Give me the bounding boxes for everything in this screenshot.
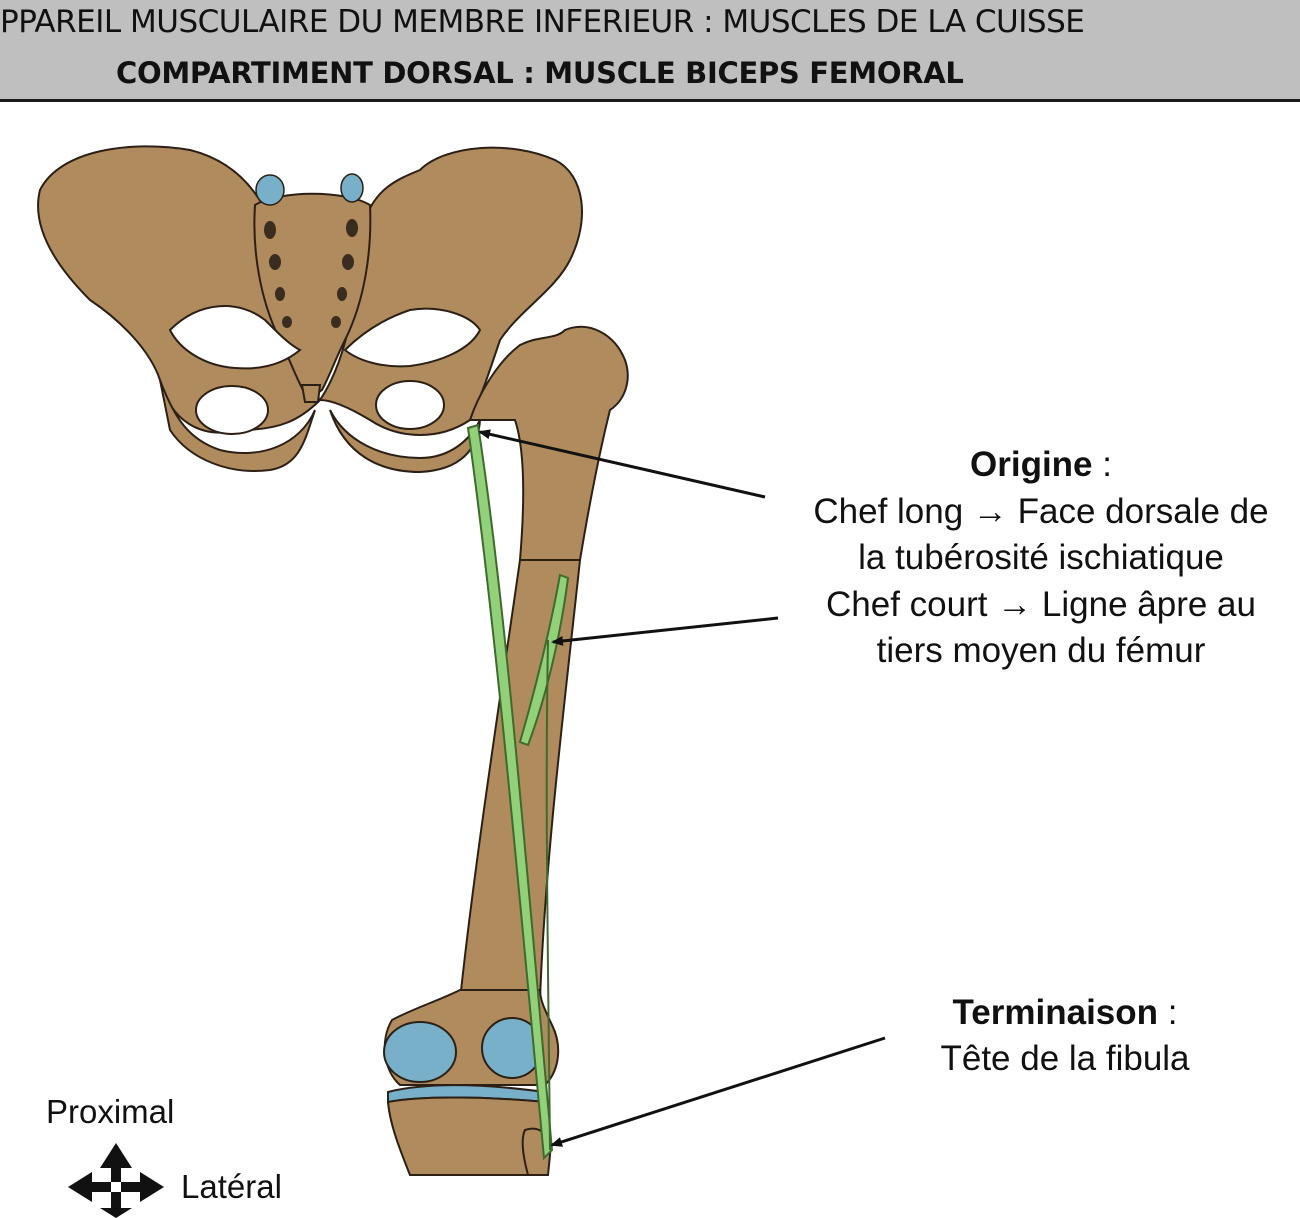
insertion-heading-suffix: : [1158,993,1178,1032]
tibia [386,1096,547,1176]
orientation-arrow-left [68,1172,111,1202]
insertion-arrow [550,1036,886,1147]
femur-shaft [458,559,582,1001]
origin-heading-suffix: : [1092,445,1112,484]
origin-line-1: Chef long → Face dorsale de [813,491,1269,531]
biceps-femoris-long-head [466,423,554,1161]
biceps-femoris-short-head [518,573,570,747]
coccyx [300,384,322,403]
origin-heading: Origine [970,445,1093,484]
page-title: PPAREIL MUSCULAIRE DU MEMBRE INFERIEUR :… [0,4,1085,40]
sacral-facet-right [340,173,364,203]
origin-line-4: tiers moyen du fémur [876,631,1206,670]
origin-short-head-arrow [551,616,779,646]
pelvic-inlet [168,305,302,370]
biceps-femoris-tendon [545,639,551,1151]
orientation-arrow-right [121,1172,164,1202]
page-subtitle: COMPARTIMENT DORSAL : MUSCLE BICEPS FEMO… [116,56,964,90]
femoral-condyle-medial [383,1021,457,1083]
pelvic-inlet-right [343,307,482,368]
femur-proximal [468,325,629,561]
origin-line-3: Chef court → Ligne âpre au [826,584,1256,624]
orientation-arrow-up [100,1143,132,1182]
orientation-proximal-label: Proximal [46,1093,175,1130]
origin-label: Origine : Chef long → Face dorsale de la… [776,442,1300,675]
orientation-arrow-down [100,1192,132,1218]
orientation-arrows [68,1143,164,1218]
ischium-left [159,379,316,472]
leg-bones [386,1084,552,1176]
origin-long-head-arrow [478,429,766,499]
sacral-foramina [264,219,358,328]
insertion-line-1: Tête de la fibula [940,1039,1190,1078]
sacral-facet-left [255,174,285,206]
origin-line-2: la tubérosité ischiatique [858,538,1224,577]
page-header: PPAREIL MUSCULAIRE DU MEMBRE INFERIEUR :… [0,0,1300,102]
obturator-foramen-left [195,385,269,435]
obturator-foramen-right [375,380,445,430]
insertion-label: Terminaison : Tête de la fibula [860,990,1270,1082]
orientation-lateral-label: Latéral [181,1168,282,1205]
pelvis [37,145,583,474]
biceps-femoris [466,423,570,1161]
insertion-heading: Terminaison [952,993,1159,1032]
